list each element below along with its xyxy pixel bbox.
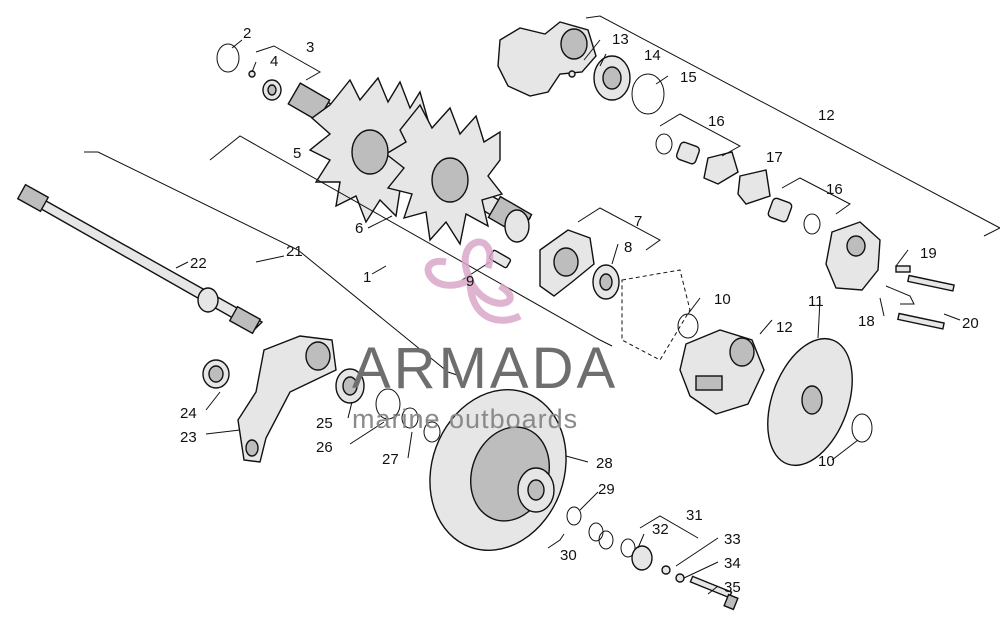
track-drive-shaft-part [287,76,533,246]
callout-14: 14 [644,47,661,64]
callout-10-upper: 10 [714,291,731,308]
callout-12-upper: 12 [818,107,835,124]
callout-10-lower: 10 [818,453,835,470]
callout-28: 28 [596,455,613,472]
fastener-hardware-part [566,506,739,611]
callout-18: 18 [858,313,875,330]
callout-30: 30 [560,547,577,564]
brake-disc-part [767,337,873,467]
callout-11: 11 [808,293,824,310]
brake-caliper-part [677,313,765,415]
callout-labels: 1 2 3 4 5 6 7 8 9 10 10 11 12 12 13 14 1… [180,25,979,596]
driven-clutch-part [429,389,567,551]
callout-35: 35 [724,579,741,596]
callout-19: 19 [920,245,937,262]
callout-7: 7 [634,213,642,230]
retainer-ring-part [216,43,282,101]
callout-24: 24 [180,405,197,422]
callout-2: 2 [243,25,251,42]
callout-31: 31 [686,507,703,524]
callout-32: 32 [652,521,669,538]
bracket-arm-part [202,335,337,463]
callout-6: 6 [355,220,363,237]
callout-16-upper: 16 [708,113,725,130]
mounting-plate-part [488,229,691,361]
callout-34: 34 [724,555,741,572]
leader-lines [84,15,1000,595]
callout-15: 15 [680,69,697,86]
callout-27: 27 [382,451,399,468]
callout-16-lower: 16 [826,181,843,198]
brake-pad-part [655,133,821,235]
watermark-subtitle: marine outboards [352,404,578,434]
driveshaft-part [16,183,264,335]
callout-23: 23 [180,429,197,446]
callout-9: 9 [466,273,474,290]
callout-20: 20 [962,315,979,332]
bearing-housing-top-part [497,21,665,115]
callout-5: 5 [293,145,301,162]
callout-22: 22 [190,255,207,272]
callout-26: 26 [316,439,333,456]
callout-17: 17 [766,149,783,166]
callout-13: 13 [612,31,629,48]
callout-12-lower: 12 [776,319,793,336]
watermark-title: ARMADA [352,336,618,401]
callout-33: 33 [724,531,741,548]
propeller-logo-icon [424,238,522,324]
callout-4: 4 [270,53,278,70]
caliper-part [825,221,955,330]
callout-29: 29 [598,481,615,498]
callout-21: 21 [286,243,303,260]
bearing-set-part [335,368,441,443]
callout-25: 25 [316,415,333,432]
callout-1: 1 [363,269,371,286]
armada-logo [424,238,522,324]
callout-8: 8 [624,239,632,256]
callout-3: 3 [306,39,314,56]
